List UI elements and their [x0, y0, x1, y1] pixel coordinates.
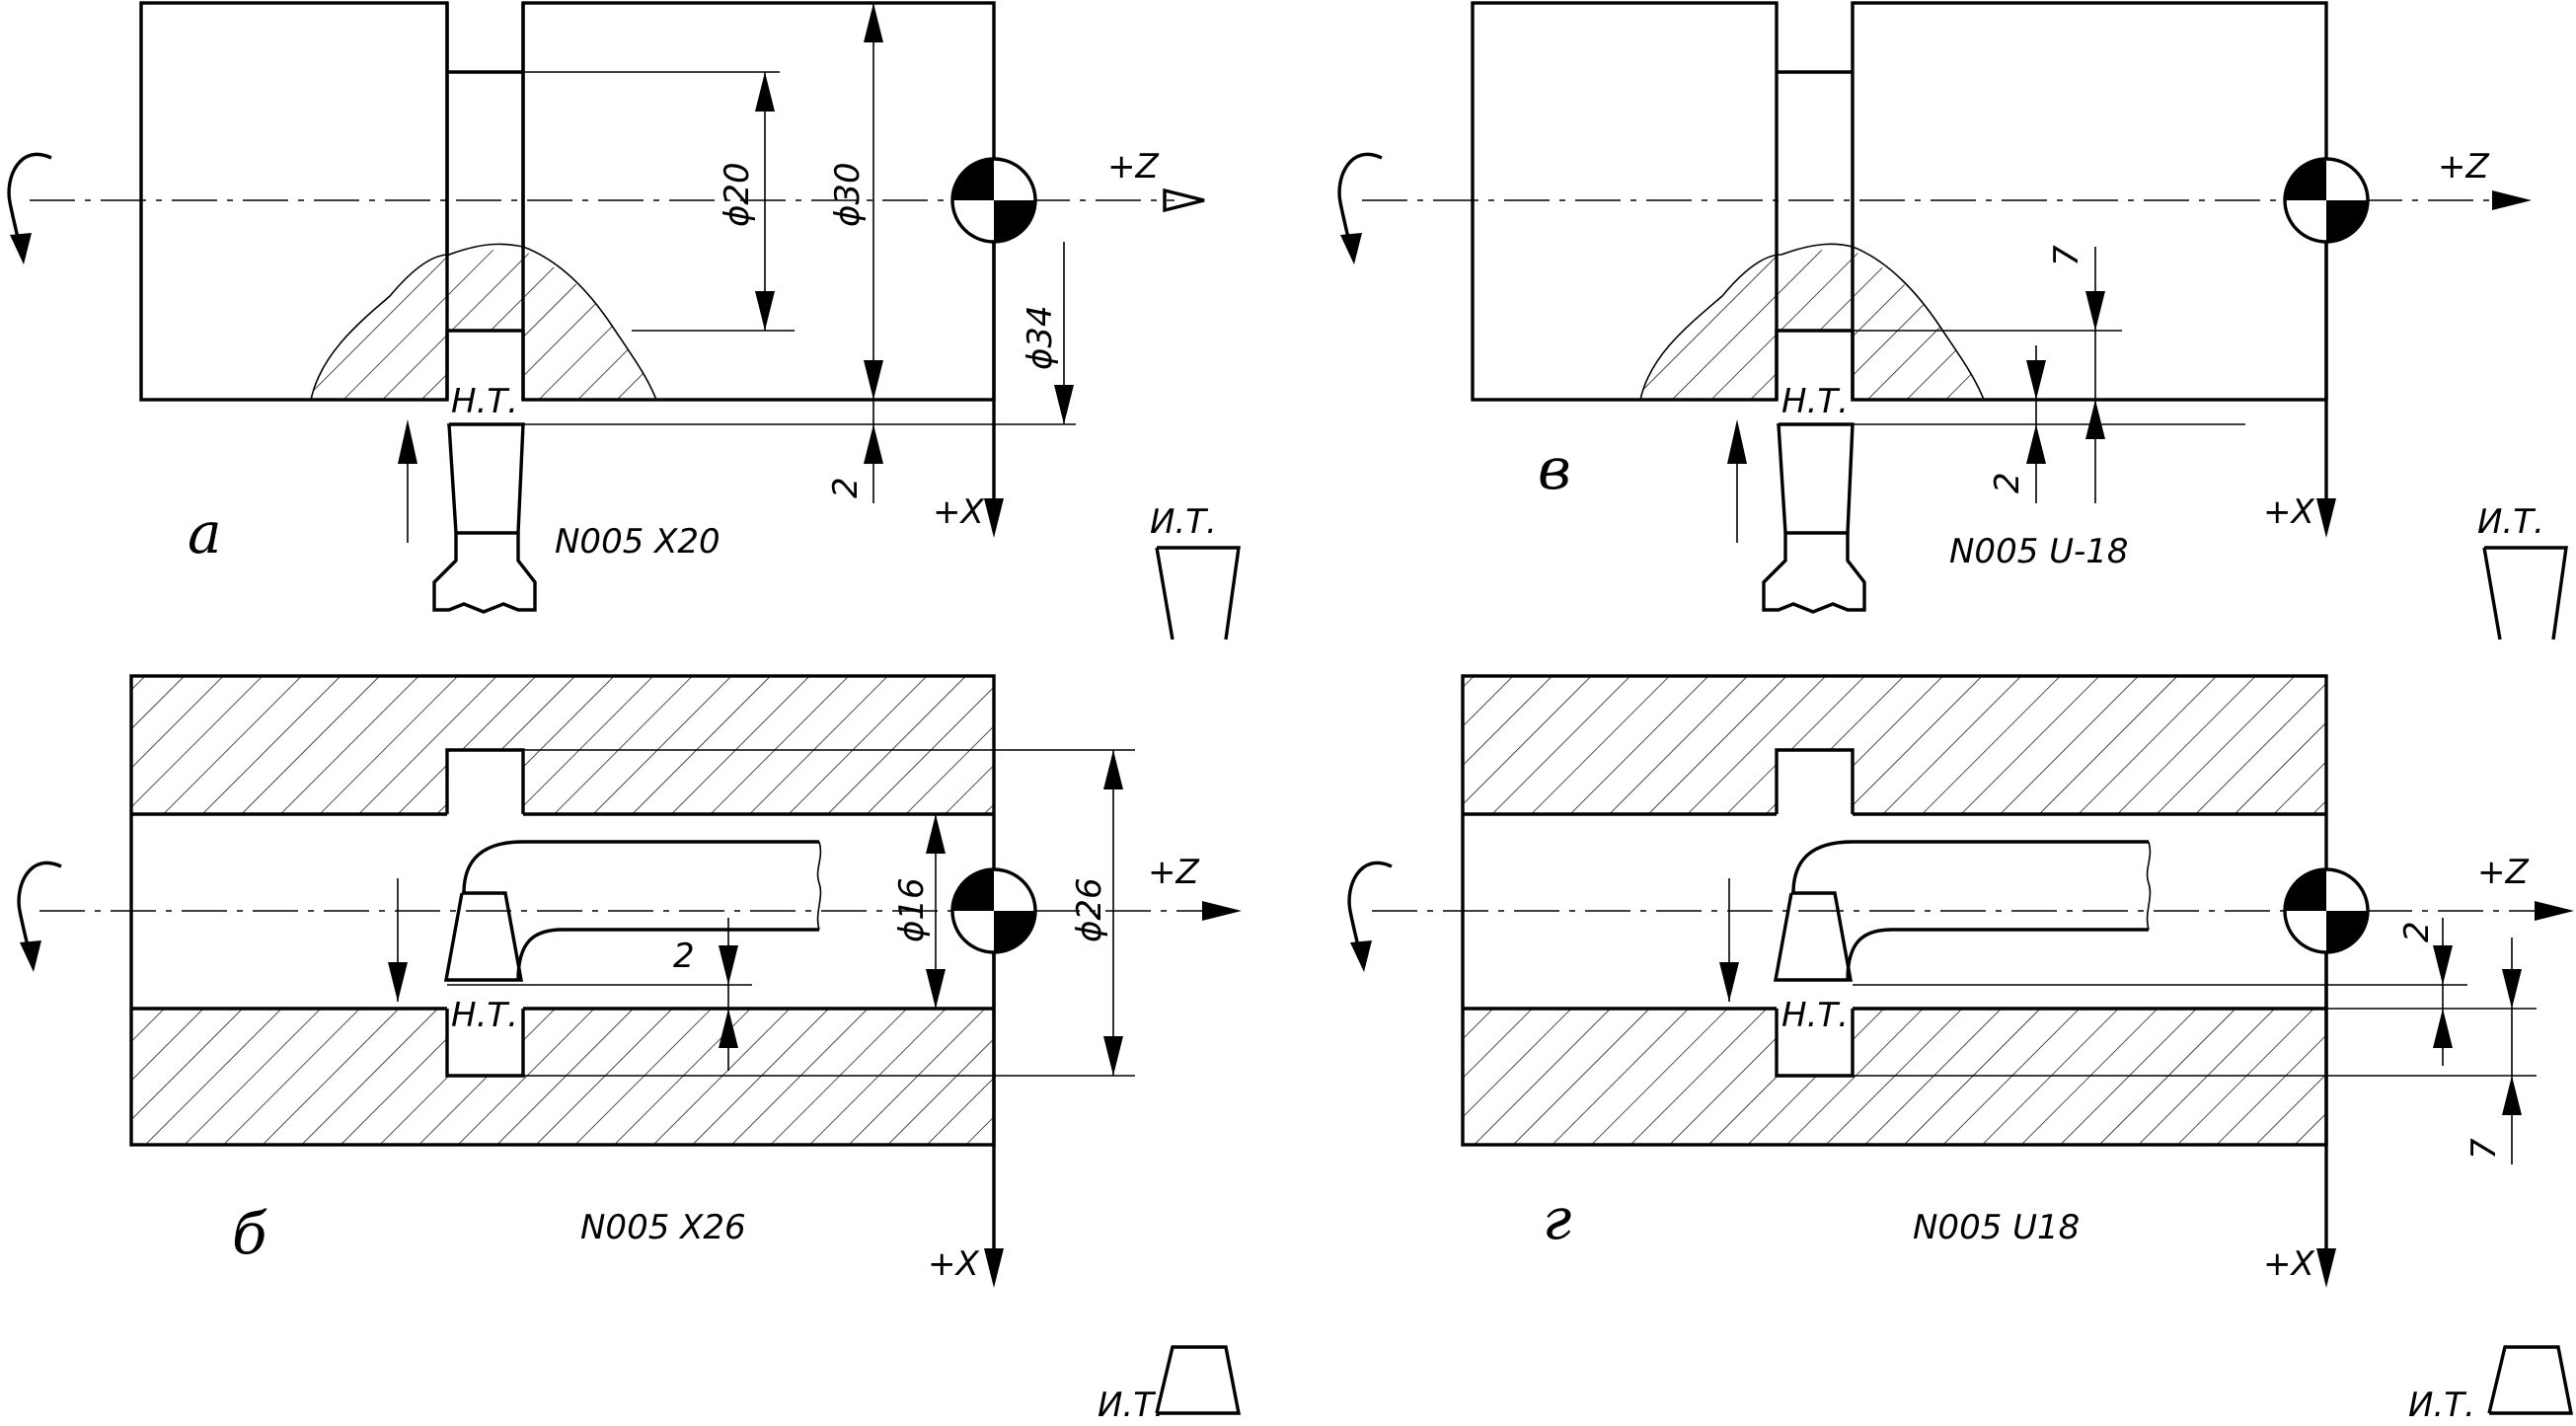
- tool-icon: [432, 422, 537, 614]
- label-gap: 2: [2397, 921, 2437, 942]
- panel-letter: а: [188, 499, 222, 566]
- label-tool-point: И.Т.: [1098, 1386, 1165, 1425]
- tool-icon: [1762, 422, 1866, 614]
- label-axis-z: +Z: [1148, 853, 1199, 892]
- label-axis-x: +X: [928, 1244, 979, 1284]
- label-tool-point: И.Т.: [1150, 502, 1217, 542]
- label-axis-z: +Z: [1107, 147, 1159, 187]
- panel-g: 2 7 +Z +X Н.Т. И.Т. N005 U18 г: [1347, 674, 2574, 1425]
- label-step: 7: [2047, 245, 2086, 266]
- label-d26: ϕ26: [1070, 877, 1109, 942]
- label-start-point: Н.Т.: [1781, 382, 1849, 421]
- panel-v: 7 2 +Z +X Н.Т. И.Т. N005 U-18 в: [1337, 1, 2568, 640]
- label-start-point: Н.Т.: [1781, 996, 1849, 1035]
- program-zero-symbol-icon: [2283, 867, 2370, 954]
- label-program: N005 U18: [1913, 1208, 2080, 1247]
- label-d16: ϕ16: [892, 877, 932, 942]
- panel-a: ϕ20 ϕ30 ϕ34 2 +Z +X Н.Т. И.Т. N005 X20 а: [7, 1, 1241, 640]
- label-d34: ϕ34: [1021, 305, 1060, 370]
- program-zero-symbol-icon: [2283, 157, 2370, 244]
- panel-b: ϕ16 ϕ26 2 +Z +X Н.Т. И.Т. N005 X26 б: [17, 674, 1242, 1425]
- label-gap: 2: [826, 477, 866, 498]
- label-d20: ϕ20: [718, 162, 757, 227]
- program-zero-symbol-icon: [950, 867, 1037, 954]
- tool-icon: [1773, 840, 2152, 982]
- label-axis-x: +X: [2263, 1244, 2314, 1284]
- program-zero-symbol-icon: [950, 157, 1037, 244]
- label-program: N005 U-18: [1949, 532, 2129, 571]
- panel-letter: г: [1543, 1185, 1571, 1252]
- label-gap: 2: [1988, 472, 2027, 493]
- label-tool-point: И.Т.: [2477, 502, 2544, 542]
- label-start-point: Н.Т.: [451, 996, 518, 1035]
- label-axis-x: +X: [2263, 492, 2314, 532]
- label-step: 7: [2464, 1138, 2504, 1160]
- tool-icon: [443, 840, 822, 982]
- label-program: N005 X26: [580, 1208, 746, 1247]
- label-program: N005 X20: [555, 522, 720, 562]
- label-start-point: Н.Т.: [451, 382, 518, 421]
- label-axis-z: +Z: [2477, 853, 2529, 892]
- label-d30: ϕ30: [828, 162, 868, 227]
- label-gap: 2: [673, 937, 695, 976]
- label-tool-point: И.Т.: [2408, 1386, 2475, 1425]
- label-axis-z: +Z: [2438, 147, 2489, 187]
- panel-letter: в: [1538, 435, 1571, 502]
- label-axis-x: +X: [933, 492, 984, 532]
- panel-letter: б: [232, 1200, 267, 1267]
